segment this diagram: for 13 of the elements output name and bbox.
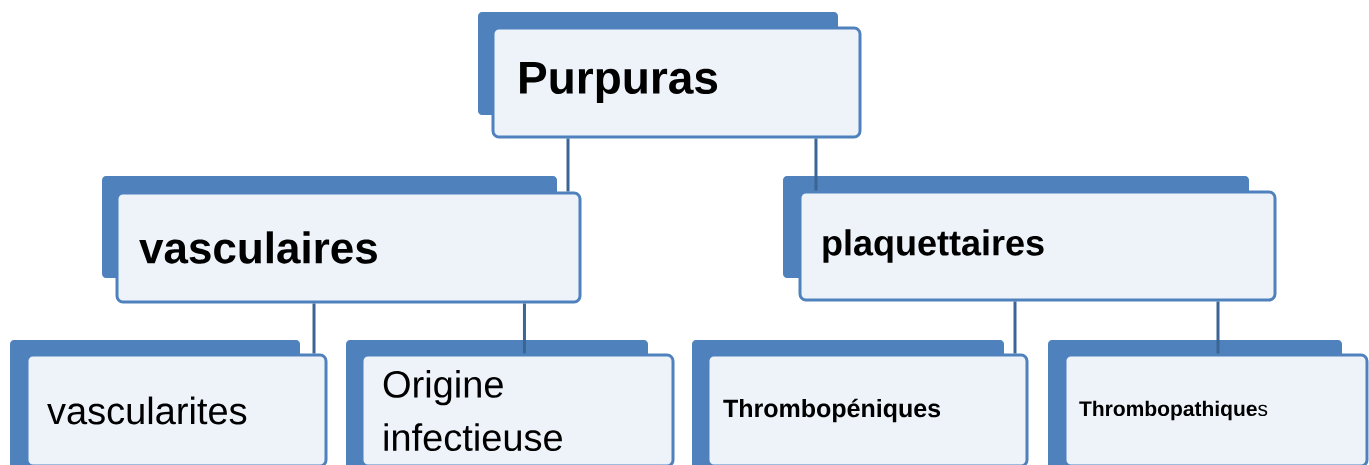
connector-line: [1013, 301, 1017, 354]
connector-line: [1216, 301, 1220, 354]
org-chart-box: Thrombopathiques: [1048, 340, 1369, 465]
org-chart-box: Origine infectieuse: [346, 340, 675, 465]
connector-line: [312, 303, 316, 354]
org-chart-box: vascularites: [10, 340, 328, 465]
org-chart-box: vasculaires: [102, 176, 582, 304]
connector-line: [814, 138, 818, 191]
org-chart-box: plaquettaires: [783, 176, 1277, 302]
connector-line: [522, 303, 526, 354]
org-chart-box: Purpuras: [478, 12, 862, 139]
connector-line: [566, 138, 570, 192]
org-chart-box: Thrombopéniques: [692, 340, 1029, 465]
